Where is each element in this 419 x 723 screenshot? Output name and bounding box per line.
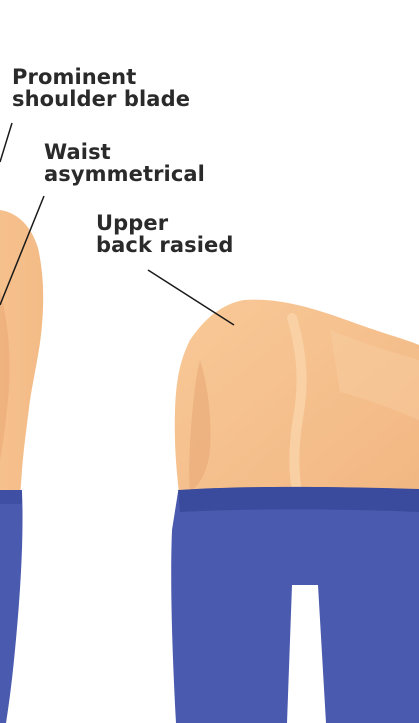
bending-figure-waistband [178, 487, 419, 512]
upper-back-leader-line [148, 270, 234, 325]
prominent-shoulder-blade-label-line1: Prominent [12, 66, 190, 88]
waist-asymmetrical-label-line2: asymmetrical [44, 163, 205, 185]
waist-asymmetrical-label-line1: Waist [44, 141, 205, 163]
standing-figure-waistband [0, 490, 22, 504]
prominent-shoulder-blade-label-line2: shoulder blade [12, 88, 190, 110]
bending-figure-jeans [171, 488, 419, 723]
standing-figure-jeans [0, 492, 23, 723]
upper-back-raised-label-line1: Upper [96, 212, 234, 234]
prominent-shoulder-blade-label: Prominent shoulder blade [12, 66, 190, 110]
bending-figure [171, 300, 419, 723]
upper-back-raised-label-line2: back rasied [96, 234, 234, 256]
shoulder-leader-line [0, 123, 12, 162]
waist-asymmetrical-label: Waist asymmetrical [44, 141, 205, 185]
upper-back-raised-label: Upper back rasied [96, 212, 234, 256]
